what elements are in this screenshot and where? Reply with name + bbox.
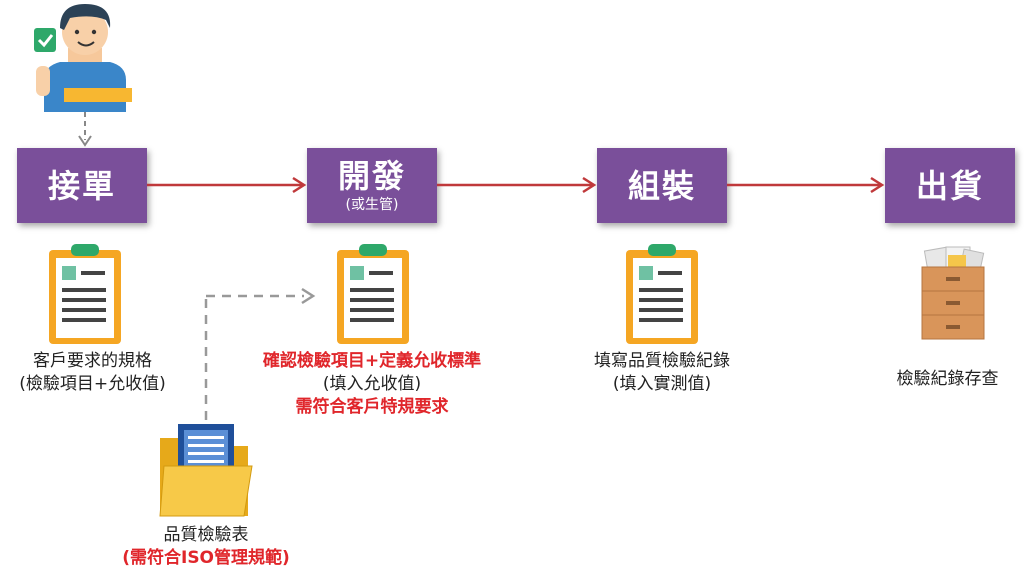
caption-order: 客戶要求的規格 (檢驗項目+允收值) [0, 350, 185, 396]
clipboard-icon [626, 244, 698, 344]
caption-assembly-line2: (填入實測值) [612, 374, 712, 394]
caption-ship-text: 檢驗紀錄存查 [896, 369, 999, 389]
caption-develop: 確認檢驗項目+定義允收標準 (填入允收值) 需符合客戶特規要求 [222, 350, 522, 419]
step-develop-sub: (或生管) [345, 196, 399, 213]
caption-folder-red: (需符合ISO管理規範) [122, 548, 290, 568]
document-folder-icon [159, 424, 253, 517]
step-ship: 出貨 [885, 148, 1015, 223]
caption-develop-red2: 需符合客戶特規要求 [295, 397, 449, 417]
caption-folder-text: 品質檢驗表 [163, 525, 249, 545]
step-develop: 開發 (或生管) [307, 148, 437, 223]
step-order: 接單 [17, 148, 147, 223]
caption-assembly-line1: 填寫品質檢驗紀錄 [594, 351, 730, 371]
step-assembly-title: 組裝 [627, 166, 696, 205]
step-develop-title: 開發 [337, 156, 406, 195]
caption-develop-red1: 確認檢驗項目+定義允收標準 [262, 351, 482, 371]
person-arrow [78, 112, 92, 147]
caption-ship: 檢驗紀錄存查 [870, 368, 1024, 391]
step-order-title: 接單 [47, 166, 116, 205]
step-assembly: 組裝 [597, 148, 727, 223]
step-ship-title: 出貨 [915, 166, 984, 205]
caption-folder: 品質檢驗表 (需符合ISO管理規範) [95, 524, 317, 570]
clipboard-icon [49, 244, 121, 344]
caption-order-line2: (檢驗項目+允收值) [19, 374, 166, 394]
clipboard-icon [337, 244, 409, 344]
caption-order-line1: 客戶要求的規格 [33, 351, 152, 371]
customer-person-icon [34, 4, 132, 112]
caption-develop-black: (填入允收值) [322, 374, 422, 394]
archive-drawer-icon [921, 246, 985, 340]
caption-assembly: 填寫品質檢驗紀錄 (填入實測值) [562, 350, 762, 396]
